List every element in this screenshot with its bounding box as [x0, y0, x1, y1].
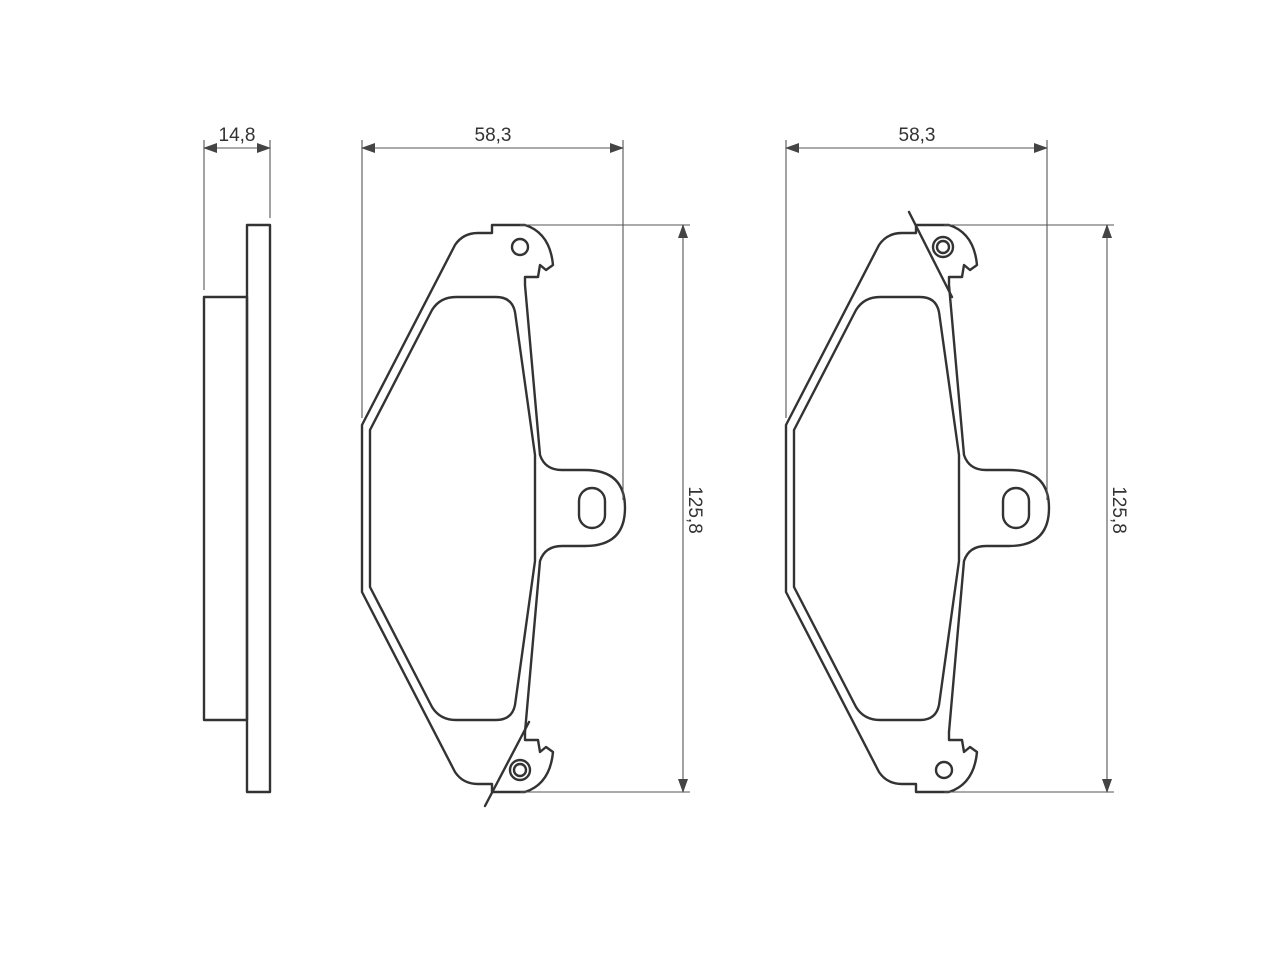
friction-material-side: [202, 295, 249, 722]
right-pad-view: 58,3 125,8: [784, 125, 1129, 794]
left-pad-view: 58,3 125,8: [360, 125, 705, 808]
left-pad-bottom-hole-inner: [512, 762, 528, 778]
side-view: 14,8: [202, 125, 272, 794]
right-pad-spring-clip: [907, 210, 954, 299]
left-pad-backing-plate-outline: [360, 223, 627, 794]
left-pad-spring-clip: [483, 720, 531, 808]
left-pad-slot: [577, 486, 607, 530]
right-pad-top-hole-outer: [931, 235, 955, 259]
backing-plate-side: [245, 223, 272, 794]
left-pad-bottom-hole-outer: [508, 758, 532, 782]
right-pad-backing-plate-outline: [784, 223, 1051, 794]
right-pad-top-hole-inner: [935, 239, 951, 255]
right-pad-bottom-hole: [934, 760, 954, 780]
dimension-left-height-label: 125,8: [684, 486, 705, 534]
dimension-thickness-label: 14,8: [219, 125, 256, 146]
right-pad-friction-outline: [792, 295, 961, 722]
dimension-right-width-label: 58,3: [899, 125, 936, 146]
dimension-left-width-label: 58,3: [475, 125, 512, 146]
left-pad-friction-outline: [368, 295, 537, 722]
left-pad-top-hole: [510, 237, 530, 257]
right-pad-slot: [1001, 486, 1031, 530]
dimension-right-height-label: 125,8: [1108, 486, 1129, 534]
